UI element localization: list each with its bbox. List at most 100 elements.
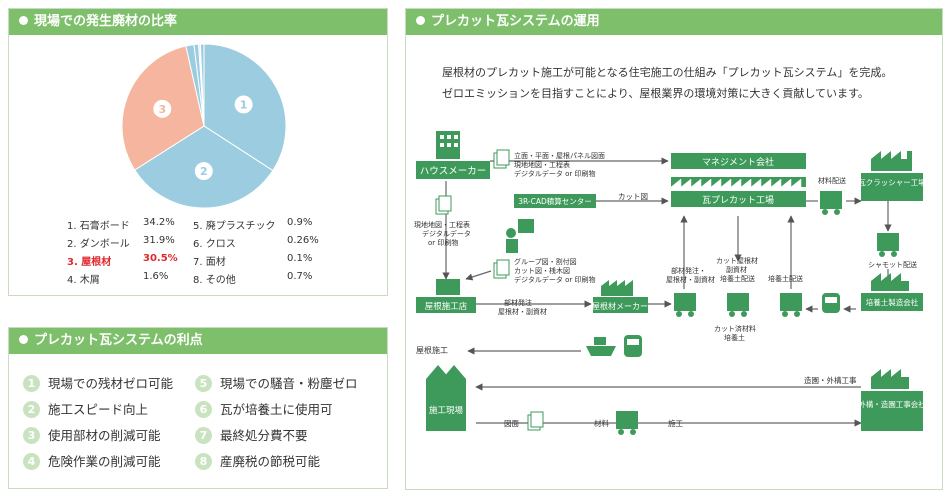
document-icon [493,149,510,169]
svg-text:現地地図・工程表: 現地地図・工程表 [514,160,570,169]
system-header: プレカット瓦システムの運用 [406,9,942,35]
svg-text:屋根材・副資材: 屋根材・副資材 [498,307,547,316]
waste-pie-chart: 1 2 3 [121,43,287,209]
svg-text:図面: 図面 [504,419,519,428]
bullet-icon [416,16,425,25]
svg-text:材料: 材料 [594,418,609,428]
truck-icon [877,233,899,257]
document-icon [435,195,452,215]
pie-label-badge [153,99,172,118]
pie-label-badge [234,95,253,114]
advantages-header: プレカット瓦システムの利点 [9,328,387,354]
pie-label: 2 [200,165,208,178]
worker-icon [506,219,534,253]
svg-text:デジタルデータ or 印刷物: デジタルデータ or 印刷物 [514,169,595,178]
svg-text:瓦クラッシャー工場: 瓦クラッシャー工場 [858,177,926,187]
svg-text:部材発注・: 部材発注・ [671,266,706,275]
svg-text:材料配送: 材料配送 [818,176,846,185]
svg-text:立面・平面・屋根パネル図面: 立面・平面・屋根パネル図面 [514,151,605,160]
pie-label: 3 [158,103,166,116]
svg-text:3R-CAD積算センター: 3R-CAD積算センター [518,196,592,206]
svg-text:瓦プレカット工場: 瓦プレカット工場 [702,194,774,206]
system-title: プレカット瓦システムの運用 [431,14,600,29]
system-intro: 屋根材のプレカット施工が可能となる住宅施工の仕組み「プレカット瓦システム」を完成… [442,66,893,100]
svg-text:シャモット配送: シャモット配送 [868,260,917,269]
svg-text:カット図: カット図 [618,192,648,201]
crusher-factory-node: 瓦クラッシャー工場 [858,151,926,201]
management-node: マネジメント会社 [671,153,806,169]
train-icon [822,293,840,313]
svg-text:部材発注: 部材発注 [504,298,532,307]
pie-slice [199,43,205,127]
system-flow-diagram: ハウスメーカー 立面・平面・屋根パネル図面 現地地図・工程表 デジタルデータ o… [414,131,926,435]
material-maker-node: 屋根材メーカー [592,280,648,313]
svg-text:マネジメント会社: マネジメント会社 [702,156,774,168]
svg-text:培養土: 培養土 [724,333,745,342]
truck-icon [820,191,842,215]
svg-text:デジタルデータ: デジタルデータ [422,229,471,238]
svg-text:培養土製造会社: 培養土製造会社 [866,297,919,307]
precut-factory-node: 瓦プレカット工場 [670,177,806,207]
svg-text:外構・造園工事会社: 外構・造園工事会社 [858,399,926,409]
svg-text:屋根材メーカー: 屋根材メーカー [592,301,648,311]
exterior-company-node: 外構・造園工事会社 [858,369,926,431]
house-maker-node: ハウスメーカー [416,131,490,179]
pie-label-badge [194,162,213,181]
bullet-icon [19,16,28,25]
svg-text:培養土配送: 培養土配送 [720,274,755,283]
svg-text:カット屋根材: カット屋根材 [716,256,758,265]
waste-ratio-title: 現場での発生廃材の比率 [34,14,178,29]
svg-text:屋根施工店: 屋根施工店 [425,301,468,312]
document-icon [493,259,510,279]
ship-icon [586,337,616,356]
system-panel: プレカット瓦システムの運用 屋根材のプレカット施工が可能となる住宅施工の仕組み「… [405,8,943,490]
advantages-title: プレカット瓦システムの利点 [34,333,203,348]
waste-ratio-header: 現場での発生廃材の比率 [9,9,387,35]
pie-label: 1 [240,98,248,111]
bullet-icon [19,335,28,344]
train-icon [624,335,642,357]
svg-text:カット図・桟木図: カット図・桟木図 [514,266,570,275]
svg-text:副資材: 副資材 [726,265,747,274]
svg-text:or 印刷物: or 印刷物 [428,238,458,247]
truck-icon [674,293,696,317]
flow-arrow [465,270,492,281]
svg-text:施工: 施工 [668,418,683,428]
truck-icon [780,293,802,317]
truck-icon [727,293,749,317]
roofing-shop-node: 屋根施工店 [416,279,476,313]
svg-text:デジタルデータ or 印刷物: デジタルデータ or 印刷物 [514,275,595,284]
document-icon [527,411,544,431]
svg-text:造園・外構工事: 造園・外構工事 [804,375,857,385]
svg-text:施工現場: 施工現場 [429,405,464,416]
soil-company-node: 培養土製造会社 [861,273,923,311]
site-node: 施工現場 [426,365,466,431]
house-maker-label: ハウスメーカー [420,166,487,177]
svg-text:屋根材・副資材: 屋根材・副資材 [666,275,715,284]
svg-text:カット済材料: カット済材料 [714,324,756,333]
truck-icon [616,411,638,435]
svg-text:屋根施工: 屋根施工 [416,345,448,355]
cad-center-node: 3R-CAD積算センター [514,194,596,208]
svg-text:グループ図・割付図: グループ図・割付図 [514,257,577,266]
svg-text:培養土配送: 培養土配送 [768,274,803,283]
svg-text:現地地図・工程表: 現地地図・工程表 [414,220,470,229]
